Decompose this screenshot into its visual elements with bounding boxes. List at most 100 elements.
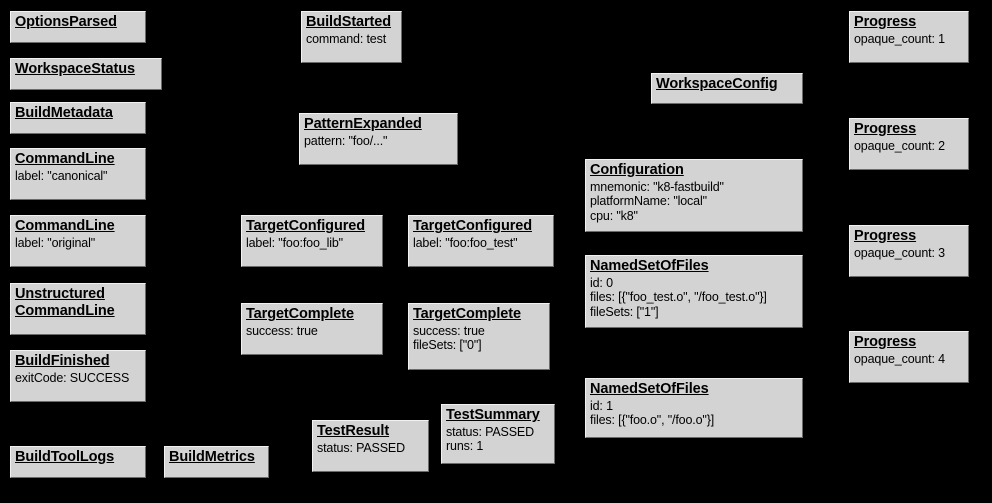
node-title: NamedSetOfFiles <box>590 381 798 398</box>
node-field: mnemonic: "k8-fastbuild" <box>590 179 724 194</box>
node-title-line: BuildStarted <box>306 14 392 30</box>
node-build-tool-logs[interactable]: BuildToolLogs <box>10 446 146 478</box>
node-title-line: Progress <box>854 334 917 350</box>
node-title-line: Configuration <box>590 162 684 178</box>
node-field: opaque_count: 4 <box>854 351 945 366</box>
node-build-metrics[interactable]: BuildMetrics <box>164 446 269 478</box>
node-field: label: "foo:foo_test" <box>413 235 518 250</box>
node-fields: status: PASSED <box>317 441 424 456</box>
node-title-line: TargetConfigured <box>246 218 365 234</box>
node-title: BuildToolLogs <box>15 449 141 466</box>
node-field: platformName: "local" <box>590 194 707 209</box>
node-title-line: Progress <box>854 121 917 137</box>
node-title-line: CommandLine <box>15 151 115 167</box>
node-title-line: CommandLine <box>15 218 115 234</box>
node-title-line: OptionsParsed <box>15 14 117 30</box>
node-title-line: WorkspaceStatus <box>15 61 135 77</box>
node-fields: success: true <box>246 324 378 339</box>
node-fields: opaque_count: 4 <box>854 352 964 367</box>
node-fields: opaque_count: 2 <box>854 139 964 154</box>
node-title-line: CommandLine <box>15 302 115 319</box>
node-field: label: "original" <box>15 235 95 250</box>
node-options-parsed[interactable]: OptionsParsed <box>10 11 146 43</box>
node-title: Progress <box>854 121 964 138</box>
node-title: CommandLine <box>15 151 141 168</box>
node-title-line: Progress <box>854 14 917 30</box>
node-fields: exitCode: SUCCESS <box>15 371 141 386</box>
node-title: BuildMetrics <box>169 449 264 466</box>
node-field: exitCode: SUCCESS <box>15 370 130 385</box>
node-field: opaque_count: 3 <box>854 245 945 260</box>
node-title: BuildFinished <box>15 353 141 370</box>
node-title: CommandLine <box>15 218 141 235</box>
node-field: cpu: "k8" <box>590 208 638 223</box>
node-title-line: TargetComplete <box>246 306 354 322</box>
node-title: TargetComplete <box>246 306 378 323</box>
node-title: Configuration <box>590 162 798 179</box>
node-fields: label: "canonical" <box>15 169 141 184</box>
node-fields: label: "original" <box>15 236 141 251</box>
node-field: success: true <box>246 323 318 338</box>
node-title-line: Progress <box>854 228 917 244</box>
node-field: files: [{"foo_test.o", "/foo_test.o"}] <box>590 290 767 305</box>
node-title-line: BuildMetrics <box>169 449 255 465</box>
node-field: opaque_count: 2 <box>854 138 945 153</box>
node-field: success: true <box>413 323 485 338</box>
node-fields: pattern: "foo/..." <box>304 134 453 149</box>
node-fields: opaque_count: 3 <box>854 246 964 261</box>
node-title: BuildStarted <box>306 14 397 31</box>
node-workspace-config[interactable]: WorkspaceConfig <box>651 73 803 104</box>
node-fields: label: "foo:foo_test" <box>413 236 549 251</box>
node-field: files: [{"foo.o", "/foo.o"}] <box>590 413 715 428</box>
node-field: label: "foo:foo_lib" <box>246 235 343 250</box>
node-title-line: BuildFinished <box>15 353 110 369</box>
node-title-line: NamedSetOfFiles <box>590 258 709 274</box>
node-field: status: PASSED <box>446 424 534 439</box>
node-field: runs: 1 <box>446 439 484 454</box>
node-field: id: 1 <box>590 398 613 413</box>
node-title-line: Unstructured <box>15 286 105 302</box>
node-field: label: "canonical" <box>15 168 108 183</box>
node-title: TargetComplete <box>413 306 545 323</box>
node-title: Progress <box>854 334 964 351</box>
node-field: fileSets: ["0"] <box>413 338 482 353</box>
node-title-line: BuildToolLogs <box>15 449 115 465</box>
node-fields: label: "foo:foo_lib" <box>246 236 378 251</box>
node-title: Progress <box>854 14 964 31</box>
node-build-metadata[interactable]: BuildMetadata <box>10 102 146 134</box>
node-title-line: TargetConfigured <box>413 218 532 234</box>
node-workspace-status[interactable]: WorkspaceStatus <box>10 58 162 90</box>
node-title-line: TestSummary <box>446 407 540 423</box>
node-title-line: WorkspaceConfig <box>656 76 778 92</box>
node-title: WorkspaceStatus <box>15 61 157 78</box>
node-title: WorkspaceConfig <box>656 76 798 93</box>
node-title: TargetConfigured <box>246 218 378 235</box>
node-title-line: TargetComplete <box>413 306 521 322</box>
node-title: TestSummary <box>446 407 550 424</box>
